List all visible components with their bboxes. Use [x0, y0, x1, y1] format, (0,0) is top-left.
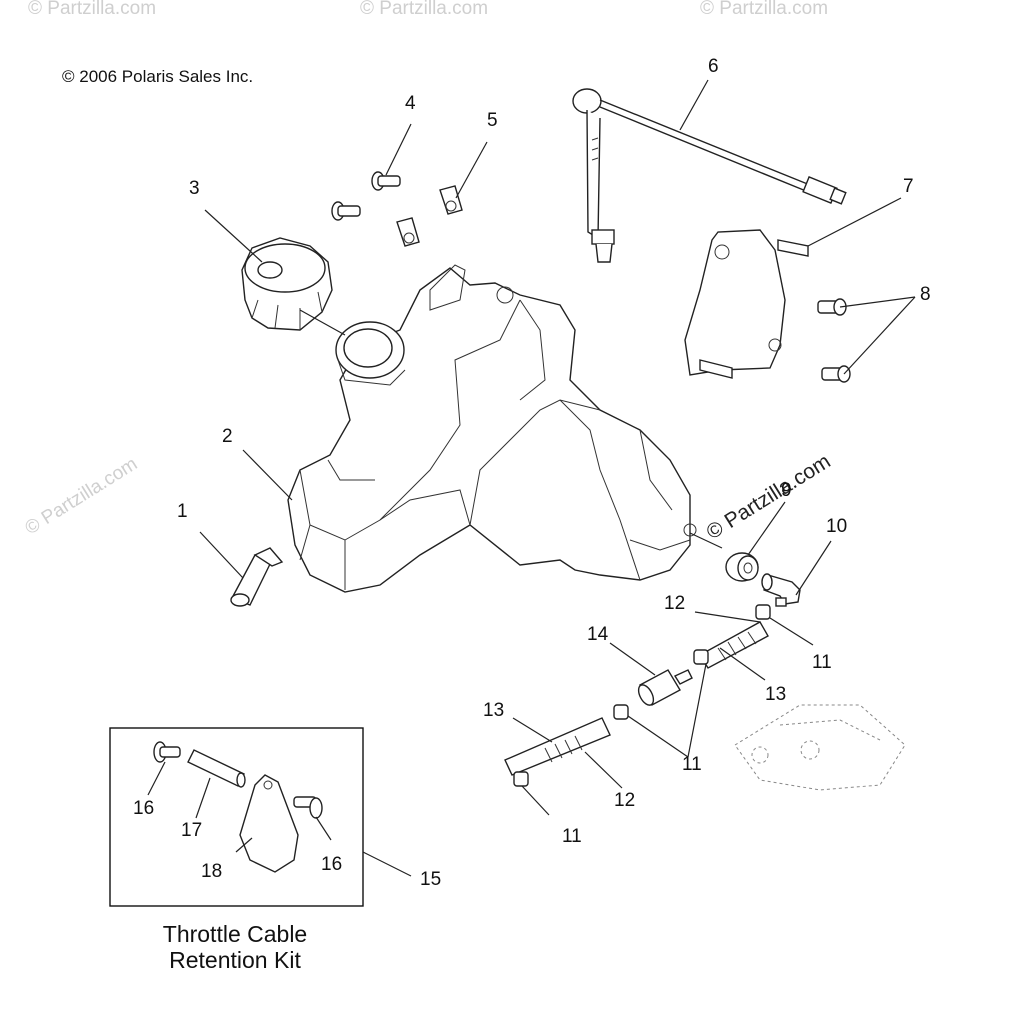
- callout-12-a: 12: [664, 593, 685, 614]
- callout-16-a: 16: [133, 798, 154, 819]
- rivet-icon[interactable]: [153, 741, 181, 763]
- watermark-top-2: © Partzilla.com: [360, 0, 488, 19]
- callout-18: 18: [201, 861, 222, 882]
- callout-10: 10: [826, 516, 847, 537]
- watermark-left: © Partzilla.com: [22, 454, 142, 540]
- p-clamp-icon[interactable]: [239, 774, 299, 873]
- fuel-hose-upper-icon[interactable]: [699, 621, 769, 669]
- bracket-stud-icon[interactable]: [684, 229, 809, 379]
- callout-14: 14: [587, 624, 609, 645]
- callout-11-b: 11: [682, 754, 702, 775]
- fuel-tank-icon[interactable]: [287, 264, 697, 593]
- hose-clamp-icon[interactable]: [513, 604, 771, 787]
- clip-icon[interactable]: [230, 547, 284, 607]
- callout-16-b: 16: [321, 854, 342, 875]
- kit-title-line1: Throttle Cable: [163, 921, 307, 947]
- callout-5: 5: [487, 110, 498, 131]
- copyright-text: © 2006 Polaris Sales Inc.: [62, 67, 253, 86]
- grommet-icon[interactable]: [725, 552, 759, 582]
- spacer-icon[interactable]: [187, 749, 246, 788]
- leader-lines: [147, 79, 916, 877]
- rivet-icon[interactable]: [293, 796, 323, 819]
- callout-13-a: 13: [765, 684, 786, 705]
- callout-2: 2: [222, 426, 233, 447]
- bolt-icon[interactable]: [817, 298, 851, 383]
- watermark-top-1: © Partzilla.com: [28, 0, 156, 19]
- callout-7: 7: [903, 176, 914, 197]
- callout-13-b: 13: [483, 700, 504, 721]
- callout-1: 1: [177, 501, 188, 522]
- callout-11-c: 11: [562, 826, 582, 847]
- speed-nut-icon[interactable]: [396, 185, 463, 247]
- callout-15: 15: [420, 869, 441, 890]
- callout-17: 17: [181, 820, 202, 841]
- retention-kit-box: [109, 727, 364, 907]
- callout-12-b: 12: [614, 790, 635, 811]
- callout-labels: 1 2 3 4 5 6 7 8 9 10 11 11 11 12 12 13 1…: [133, 56, 931, 890]
- fuel-level-sender-icon[interactable]: [572, 88, 847, 263]
- watermark-top-3: © Partzilla.com: [700, 0, 828, 19]
- fuel-hose-lower-icon[interactable]: [504, 717, 611, 776]
- kit-title-line2: Retention Kit: [169, 947, 301, 973]
- callout-4: 4: [405, 93, 416, 114]
- callout-8: 8: [920, 284, 931, 305]
- callout-6: 6: [708, 56, 719, 77]
- frame-ghost-icon: [734, 704, 906, 791]
- watermark-right: © Partzilla.com: [702, 450, 834, 544]
- fuel-filter-icon[interactable]: [636, 669, 693, 708]
- callout-9: 9: [781, 480, 792, 501]
- callout-11-a: 11: [812, 652, 832, 673]
- callout-3: 3: [189, 178, 200, 199]
- screw-icon[interactable]: [331, 171, 401, 221]
- elbow-fitting-icon[interactable]: [761, 573, 801, 607]
- fuel-cap-icon[interactable]: [241, 237, 333, 331]
